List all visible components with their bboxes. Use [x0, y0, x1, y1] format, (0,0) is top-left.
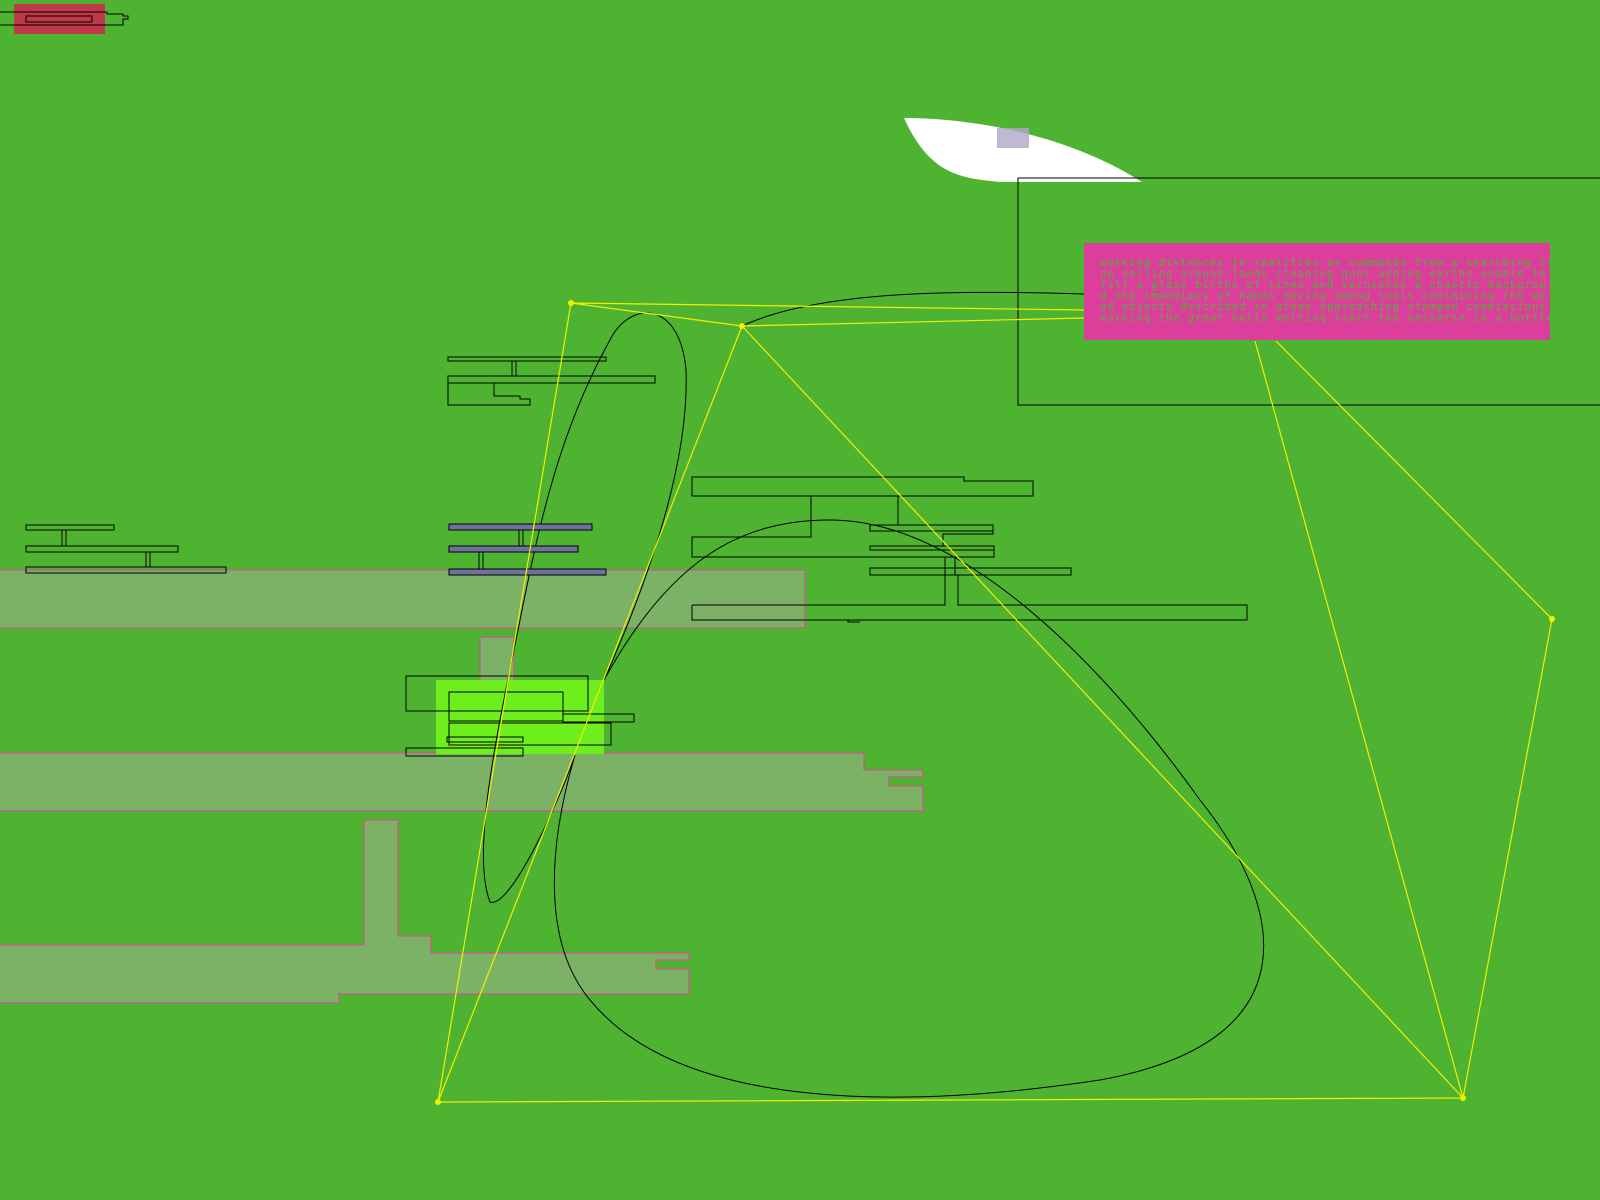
red-box: [14, 4, 105, 34]
band: [0, 569, 806, 629]
outline-shape: [0, 11, 129, 26]
purple-shapes: [448, 523, 607, 576]
outline-shape: [25, 15, 93, 23]
outline-rect: [1017, 177, 1600, 406]
outline-shapes: [25, 291, 1265, 1098]
text-line: ne selling around lands cleaning guns ad…: [1100, 268, 1547, 280]
noise-patch: [997, 128, 1029, 148]
white-blob: [904, 118, 1142, 182]
band: [0, 752, 924, 812]
text-line: fill a glass births of lines and varnish…: [1100, 279, 1547, 291]
text-line: walking distances in realities as comman…: [1100, 257, 1550, 269]
text-line: ad objects described in atoms approachin…: [1100, 301, 1547, 313]
band: [479, 636, 515, 683]
text-line: marking the great halls melting stars th…: [1100, 312, 1550, 324]
graph-nodes: [435, 300, 1555, 1105]
bands: [0, 569, 924, 1004]
text-line: d the immediacy of hands moving among to…: [1100, 290, 1547, 302]
text-panel: walking distances in realities as comman…: [1084, 243, 1550, 340]
band: [0, 819, 690, 1004]
